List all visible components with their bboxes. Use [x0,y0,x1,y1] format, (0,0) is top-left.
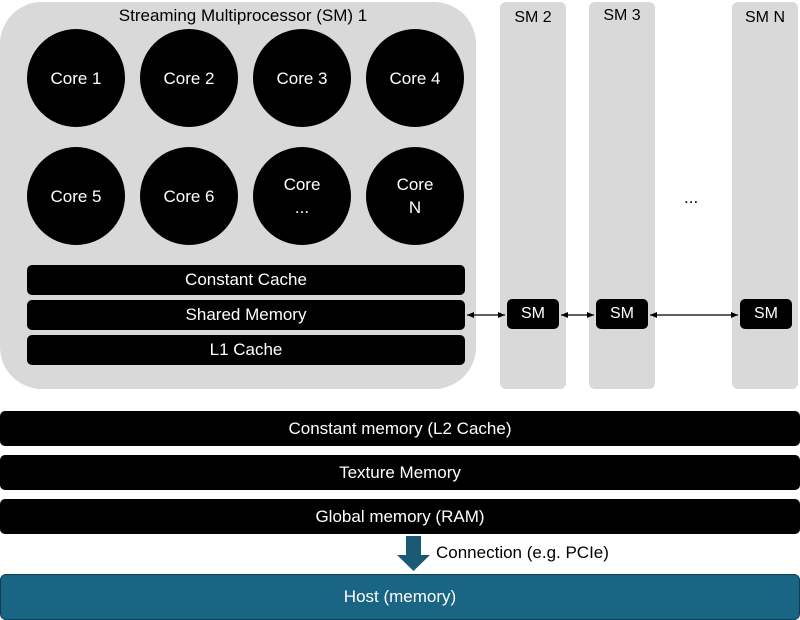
sm2-box: SM [507,299,559,329]
core-4: Core 4 [366,29,464,127]
constant-cache-bar: Constant Cache [27,265,465,295]
l1-cache-bar: L1 Cache [27,335,465,365]
core-5: Core 5 [27,147,125,245]
sm3-label: SM 3 [603,7,641,24]
pcie-down-arrow [397,536,430,571]
host-memory-bar: Host (memory) [0,574,800,620]
texture-memory-bar: Texture Memory [0,455,800,490]
core-3: Core 3 [253,29,351,127]
sm-ellipsis: ... [684,188,699,207]
core-n: Core N [366,147,464,245]
smn-box: SM [740,299,792,329]
smn-label: SM N [745,9,785,26]
sm3-box: SM [596,299,648,329]
shared-memory-bar: Shared Memory [27,300,465,330]
connection-label: Connection (e.g. PCIe) [436,543,609,562]
core-6: Core 6 [140,147,238,245]
constant-memory-bar: Constant memory (L2 Cache) [0,411,800,446]
sm2-label: SM 2 [514,9,552,26]
global-memory-bar: Global memory (RAM) [0,499,800,534]
sm1-title: Streaming Multiprocessor (SM) 1 [118,6,368,25]
core-1: Core 1 [27,29,125,127]
core-2: Core 2 [140,29,238,127]
core-ellipsis: Core ... [253,147,351,245]
